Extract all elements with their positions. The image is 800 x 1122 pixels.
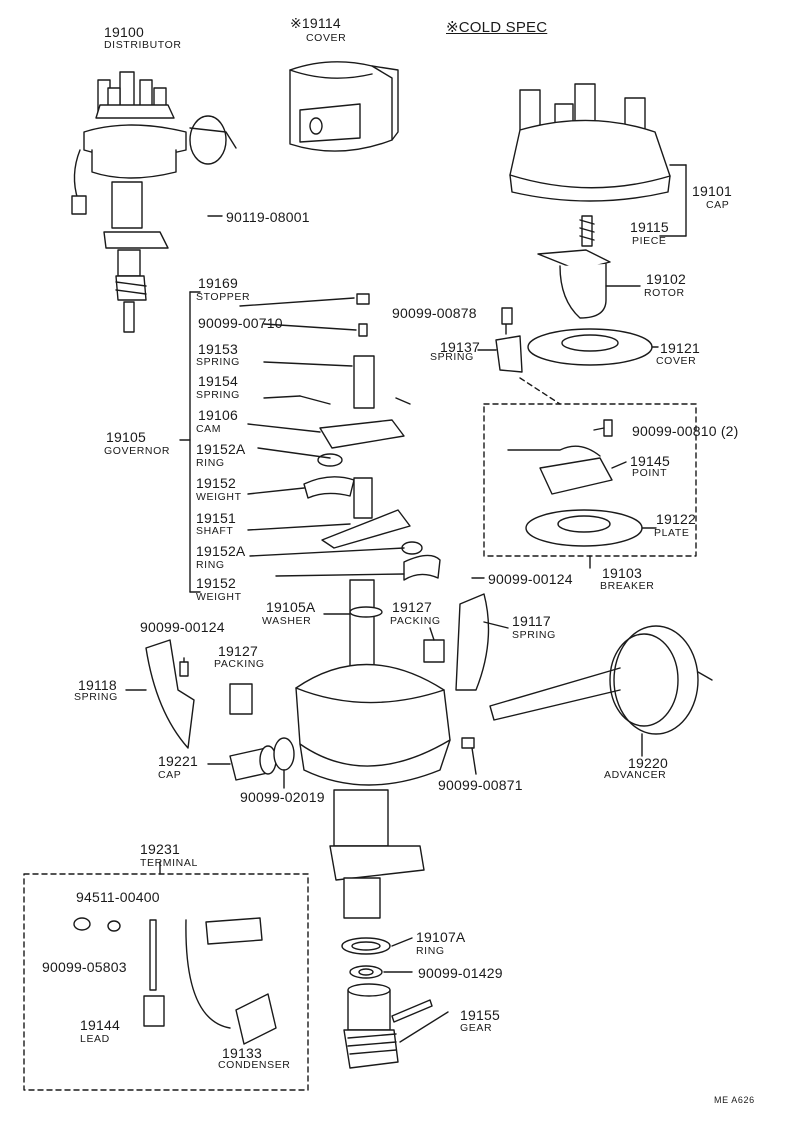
part-number: 19145 bbox=[630, 453, 670, 469]
part-name: COVER bbox=[306, 32, 347, 44]
part-number: 19151 bbox=[196, 510, 236, 526]
part-number: 19106 bbox=[198, 407, 238, 423]
part-number: 19118 bbox=[78, 677, 117, 693]
part-number: 19133 bbox=[222, 1045, 262, 1061]
part-name: CAM bbox=[196, 423, 222, 435]
part-name: CONDENSER bbox=[218, 1059, 291, 1071]
gear-assembly-drawing bbox=[341, 937, 449, 1069]
part-number: 19115 bbox=[630, 219, 669, 235]
part-number: 19153 bbox=[198, 341, 238, 357]
part-name: SPRING bbox=[196, 389, 240, 401]
part-number: 19155 bbox=[460, 1007, 500, 1023]
part-name: PACKING bbox=[390, 615, 441, 627]
part-name: DISTRIBUTOR bbox=[104, 39, 182, 51]
part-name: SHAFT bbox=[196, 525, 234, 537]
advancer-drawing bbox=[461, 625, 713, 775]
distributor-cap-drawing bbox=[509, 83, 687, 247]
spring-19137-drawing bbox=[477, 307, 523, 373]
part-name: RING bbox=[196, 559, 225, 571]
part-name: GOVERNOR bbox=[104, 445, 171, 457]
part-number: 90099-00124 bbox=[140, 619, 225, 635]
part-name: STOPPER bbox=[196, 291, 251, 303]
part-number: 19137 bbox=[440, 339, 480, 355]
part-number: 90099-00871 bbox=[438, 777, 523, 793]
part-name: GEAR bbox=[460, 1022, 493, 1034]
part-number: 90099-02019 bbox=[240, 789, 325, 805]
part-name: SPRING bbox=[430, 351, 474, 363]
cold-spec-cover-drawing bbox=[289, 61, 399, 152]
cap-19221-drawing bbox=[229, 737, 295, 789]
part-number: 19144 bbox=[80, 1017, 120, 1033]
part-number: 19152A bbox=[196, 543, 246, 559]
leader-lines bbox=[125, 215, 627, 765]
part-name: PIECE bbox=[632, 235, 667, 247]
part-number: 19117 bbox=[512, 613, 551, 629]
part-number: 19220 bbox=[628, 755, 668, 771]
part-name: TERMINAL bbox=[140, 857, 198, 869]
part-name: ADVANCER bbox=[604, 769, 667, 781]
footer-code: ME A626 bbox=[714, 1095, 755, 1105]
part-name: RING bbox=[416, 945, 445, 957]
part-number: 19127 bbox=[392, 599, 432, 615]
part-number: 19221 bbox=[158, 753, 198, 769]
part-number: 90099-00810 (2) bbox=[632, 423, 739, 439]
breaker-assembly-box bbox=[483, 377, 697, 569]
part-name: COVER bbox=[656, 355, 697, 367]
part-name: SPRING bbox=[196, 356, 240, 368]
part-number: 19105 bbox=[106, 429, 146, 445]
part-number: 19121 bbox=[660, 340, 700, 356]
part-number: 90119-08001 bbox=[226, 209, 310, 225]
terminal-box bbox=[23, 861, 309, 1091]
part-name: LEAD bbox=[80, 1033, 110, 1045]
rotor-drawing bbox=[537, 249, 641, 319]
part-number: 19122 bbox=[656, 511, 696, 527]
part-number: 90099-05803 bbox=[42, 959, 127, 975]
part-number: 19105A bbox=[266, 599, 316, 615]
part-name: POINT bbox=[632, 467, 668, 479]
part-name: PLATE bbox=[654, 527, 690, 539]
distributor-housing-drawing bbox=[295, 579, 451, 919]
part-name: SPRING bbox=[74, 691, 118, 703]
part-number: 19107A bbox=[416, 929, 466, 945]
part-number: 19127 bbox=[218, 643, 258, 659]
breaker-cover-drawing bbox=[527, 328, 659, 366]
part-number: 19100 bbox=[104, 24, 144, 40]
part-name: CAP bbox=[706, 199, 730, 211]
part-number: 90099-01429 bbox=[418, 965, 503, 981]
governor-shaft-drawing bbox=[179, 291, 441, 593]
part-name: PACKING bbox=[214, 658, 265, 670]
distributor-assembly-drawing bbox=[71, 71, 237, 333]
part-number: 19103 bbox=[602, 565, 642, 581]
part-name: SPRING bbox=[512, 629, 556, 641]
part-number: 19169 bbox=[198, 275, 238, 291]
part-number: 19154 bbox=[198, 373, 238, 389]
part-name: WEIGHT bbox=[196, 591, 242, 603]
part-name: ROTOR bbox=[644, 287, 685, 299]
part-number: 19152 bbox=[196, 575, 236, 591]
part-name: RING bbox=[196, 457, 225, 469]
part-number: 90099-00124 bbox=[488, 571, 573, 587]
part-number: 90099-00710 bbox=[198, 315, 283, 331]
part-name: WASHER bbox=[262, 615, 312, 627]
part-number: 94511-00400 bbox=[76, 889, 160, 905]
part-name: BREAKER bbox=[600, 580, 655, 592]
part-name: CAP bbox=[158, 769, 182, 781]
part-number: 19101 bbox=[692, 183, 732, 199]
part-number: 19152A bbox=[196, 441, 246, 457]
part-name: WEIGHT bbox=[196, 491, 242, 503]
cold-spec-label: ※COLD SPEC bbox=[446, 19, 548, 36]
part-number: 19102 bbox=[646, 271, 686, 287]
part-number: 90099-00878 bbox=[392, 305, 477, 321]
packing-and-springs-drawing bbox=[145, 593, 490, 749]
part-number: ※19114 bbox=[290, 15, 341, 31]
part-number: 19231 bbox=[140, 841, 180, 857]
part-number: 19152 bbox=[196, 475, 236, 491]
